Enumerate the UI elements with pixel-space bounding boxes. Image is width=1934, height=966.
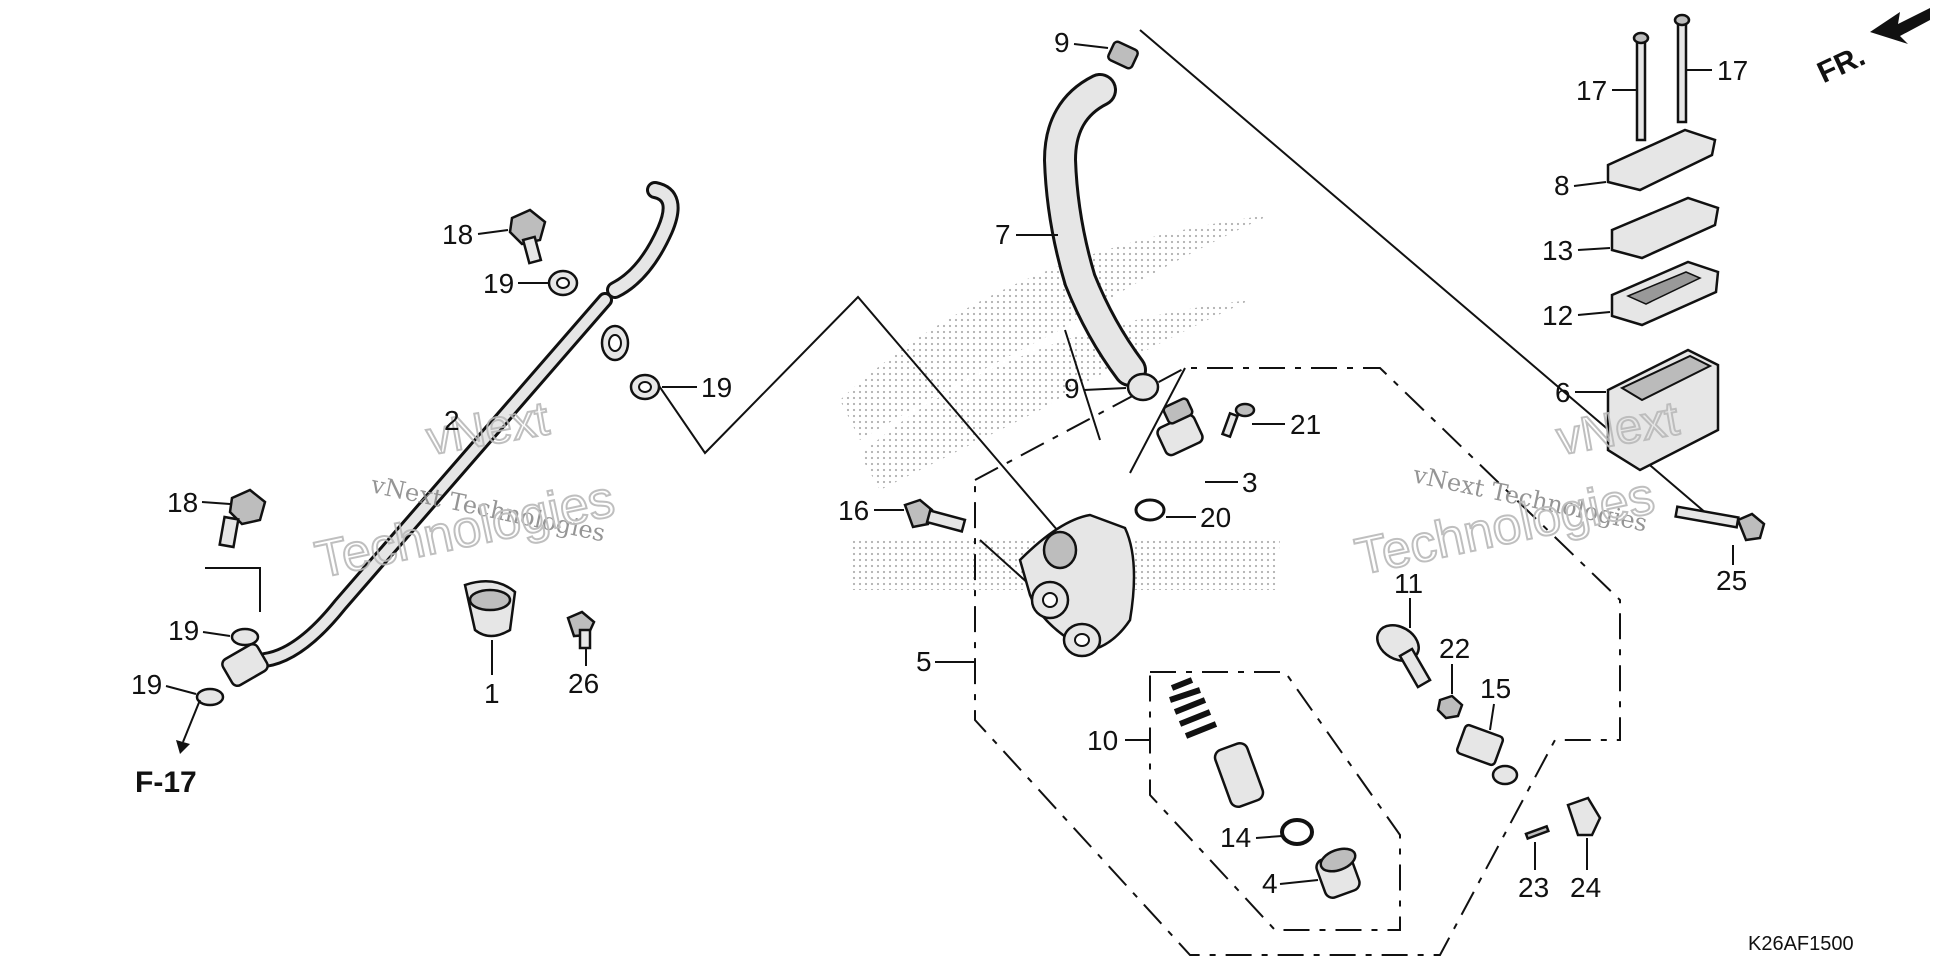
- watermark-right: vNext Technologies vNext Technologies: [1349, 391, 1683, 587]
- callout-3: 3: [1242, 467, 1258, 498]
- callout-20: 20: [1200, 502, 1231, 533]
- nut-part: [1436, 694, 1464, 720]
- callout-17: 17: [1717, 55, 1748, 86]
- callout-13: 13: [1542, 235, 1573, 266]
- banjo-bolt-upper: [508, 208, 547, 265]
- clamp-bolt-part: [566, 610, 596, 650]
- clip-part: [1566, 796, 1602, 837]
- callout-22: 22: [1439, 633, 1470, 664]
- watermark-left: vNext Technologies vNext Technologies: [309, 391, 620, 590]
- callout-19: 19: [483, 268, 514, 299]
- callout-4: 4: [1262, 868, 1278, 899]
- hose-clamp-part: [463, 580, 517, 638]
- brake-hose-part: [221, 181, 680, 688]
- callout-7: 7: [995, 219, 1011, 250]
- callout-23: 23: [1518, 872, 1549, 903]
- reference-label: F-17: [135, 766, 197, 799]
- callout-18: 18: [442, 219, 473, 250]
- circlip-part: [1280, 818, 1314, 846]
- callout-17: 17: [1576, 75, 1607, 106]
- piston-part: [1213, 741, 1265, 809]
- callout-15: 15: [1480, 673, 1511, 704]
- callout-21: 21: [1290, 409, 1321, 440]
- callout-19: 19: [168, 615, 199, 646]
- o-ring-part: [1134, 498, 1166, 522]
- switch-holder-part: [1455, 723, 1519, 786]
- hose-clip-lower: [1126, 372, 1160, 402]
- banjo-bolt-lower: [218, 488, 267, 549]
- watermark-big-technologies: Technologies: [310, 470, 619, 590]
- callout-9: 9: [1054, 27, 1070, 58]
- boot-part: [1315, 847, 1361, 899]
- front-label: FR.: [1812, 39, 1870, 89]
- assembly-outline-master-cylinder: [974, 367, 1621, 956]
- joint-screw-part: [1220, 402, 1256, 439]
- front-direction-arrow: FR.: [1812, 8, 1930, 90]
- watermark-big-vnext: vNext: [423, 392, 553, 466]
- callout-1: 1: [484, 678, 500, 709]
- assembly-outline-piston-set: [1149, 671, 1401, 931]
- callout-24: 24: [1570, 872, 1601, 903]
- reference-arrow: [176, 699, 201, 754]
- sealing-washers: [195, 269, 661, 707]
- diagram-code: K26AF1500: [1748, 933, 1854, 955]
- callout-11: 11: [1394, 568, 1423, 599]
- callout-19: 19: [131, 669, 162, 700]
- pin-part: [1524, 824, 1550, 841]
- pivot-bolt-part: [1376, 624, 1432, 689]
- reservoir-cap-part: [1606, 128, 1717, 192]
- callout-8: 8: [1554, 170, 1570, 201]
- callout-12: 12: [1542, 300, 1573, 331]
- mounting-bolt-part: [903, 498, 967, 533]
- reservoir-screws: [1632, 13, 1691, 142]
- callout-2: 2: [444, 405, 460, 436]
- hose-clip-upper: [1107, 40, 1139, 70]
- callouts: 18 19 19 2 18 19 19 1 26 9 7 9 21 3 20 1…: [131, 27, 1748, 903]
- reservoir-part: [1606, 348, 1720, 472]
- callout-16: 16: [838, 495, 869, 526]
- diaphragm-plate-part: [1610, 196, 1720, 260]
- callout-6: 6: [1555, 377, 1571, 408]
- reservoir-bolt-part: [1674, 505, 1766, 542]
- callout-19: 19: [701, 372, 732, 403]
- reservoir-hose-part: [1042, 73, 1147, 387]
- callout-26: 26: [568, 668, 599, 699]
- callout-10: 10: [1087, 725, 1118, 756]
- piston-spring-part: [1169, 677, 1218, 739]
- diaphragm-part: [1610, 260, 1720, 327]
- callout-25: 25: [1716, 565, 1747, 596]
- master-cylinder-body: [1018, 513, 1136, 658]
- callout-14: 14: [1220, 822, 1251, 853]
- callout-5: 5: [916, 646, 932, 677]
- callout-18: 18: [167, 487, 198, 518]
- callout-9: 9: [1064, 373, 1080, 404]
- reservoir-joint-part: [1156, 397, 1204, 457]
